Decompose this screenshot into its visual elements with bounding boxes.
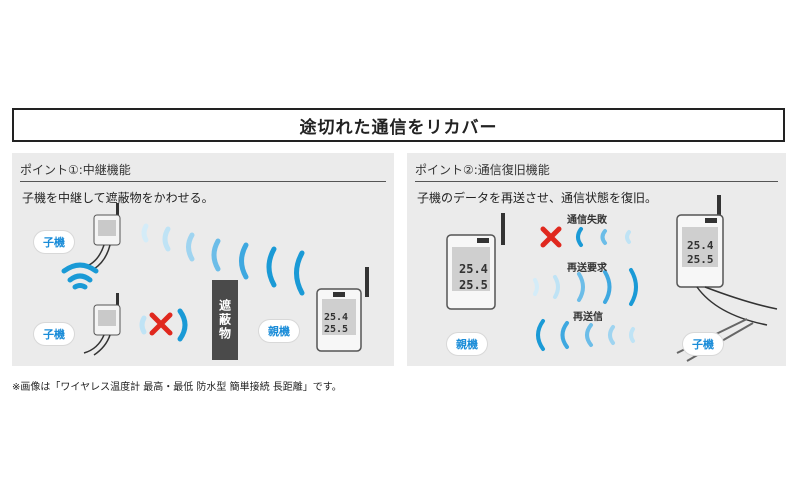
cross-icon [149,312,173,336]
child-unit-badge: 子機 [683,333,723,355]
divider [415,181,778,182]
divider [20,181,386,182]
child-unit-badge-top: 子機 [34,231,74,253]
label-resend-request: 再送要求 [567,263,607,274]
display-bottom-value: 25.5 [324,324,348,335]
panel-relay-function: ポイント①:中継機能 子機を中継して遮蔽物をかわせる。 [12,153,394,366]
resend-request-waves [533,268,638,306]
failed-signal-waves [576,227,631,247]
display-top-value: 25.4 [324,312,348,323]
relay-signal-waves [141,223,305,296]
panel-heading: ポイント②:通信復旧機能 [415,163,550,177]
display-bottom-value: 25.5 [687,253,714,266]
recovery-illustration: 25.4 25.5 [446,195,778,362]
thermometer-device-icon [676,195,778,362]
relay-upward-waves [61,262,99,290]
thermometer-device-icon [83,293,121,356]
cross-icon [540,226,562,248]
panel-description: 子機を中継して遮蔽物をかわせる。 [22,191,214,205]
thermometer-device-icon [83,203,121,270]
relay-illustration: 25.4 25.5 [61,203,369,356]
parent-device-icon [446,213,505,310]
footnote: ※画像は「ワイヤレス温度計 最高・最低 防水型 簡単接続 長距離」です。 [12,382,342,393]
display-bottom-value: 25.5 [459,278,488,292]
display-top-value: 25.4 [687,239,714,252]
panel-description: 子機のデータを再送させ、通信状態を復旧。 [417,191,658,205]
main-title: 途切れた通信をリカバー [12,108,785,142]
child-unit-badge-bottom: 子機 [34,323,74,345]
parent-unit-badge: 親機 [447,333,487,355]
label-resend: 再送信 [573,312,603,323]
resend-signal-waves [536,319,635,351]
panel-recovery-function: ポイント②:通信復旧機能 子機のデータを再送させ、通信状態を復旧。 25.4 2… [407,153,786,366]
label-communication-failure: 通信失敗 [567,215,607,226]
obstacle-wall: 遮蔽物 [212,280,238,360]
panel-heading: ポイント①:中継機能 [20,163,131,177]
blocked-signal-waves [139,308,188,342]
parent-device-icon [316,267,369,352]
display-top-value: 25.4 [459,262,488,276]
parent-unit-badge: 親機 [259,320,299,342]
